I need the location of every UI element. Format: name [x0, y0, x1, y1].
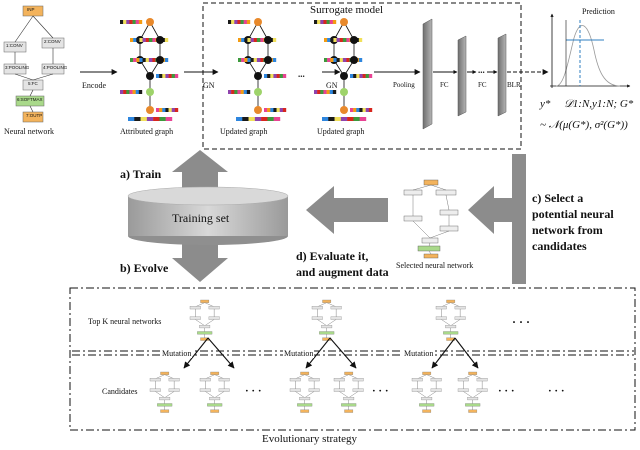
selected-network-caption: Selected neural network [396, 261, 474, 270]
updated-graph-caption: Updated graph [317, 127, 365, 136]
prediction-plot [550, 13, 631, 88]
blr-label: BLR [507, 81, 521, 89]
pooling-label: Pooling [393, 81, 415, 89]
attributed-graph [120, 18, 179, 121]
step-evaluate: d) Evaluate it, [296, 249, 369, 263]
prediction-title: Prediction [582, 7, 615, 16]
dataset-expression: 𝒟1:N,y1:N; G* [564, 98, 634, 110]
distribution-expression: ~ 𝒩(μ(G*), σ²(G*)) [540, 119, 628, 131]
evolutionary-strategy-title: Evolutionary strategy [262, 433, 358, 445]
selected-network-thumb [403, 179, 459, 259]
ellipsis-top: · · · [512, 315, 531, 329]
layer-label: INP [27, 7, 35, 12]
top-k-label: Top K neural networks [88, 317, 162, 326]
layer-label: 5:FC [28, 81, 38, 86]
gn-label: GN [326, 81, 338, 90]
fc-label: FC [478, 81, 487, 89]
layer-label: 2:CONV [44, 39, 61, 44]
mutation-label: Mutation [283, 349, 315, 358]
layer-label: 3:POOLING [5, 65, 30, 70]
neural-network-caption: Neural network [4, 127, 54, 136]
mutation-label: Mutation [403, 349, 435, 358]
layer-label: 7:OUTP [26, 113, 43, 118]
ellipsis-candidates: · · · [372, 385, 389, 397]
gn-label: GN [203, 81, 215, 90]
ellipsis-candidates: · · · [498, 385, 515, 397]
surrogate-model-title: Surrogate model [310, 4, 384, 16]
layer-label: 6:SOFTMAX [17, 97, 43, 102]
step-train: a) Train [120, 167, 162, 181]
updated-graph-1 [228, 18, 287, 121]
evolution-thumbnails [149, 299, 488, 413]
neural-network-figure [3, 5, 65, 123]
step-evolve: b) Evolve [120, 261, 169, 275]
step-evaluate: and augment data [296, 265, 389, 279]
step-select: candidates [532, 239, 587, 253]
training-set-label: Training set [172, 211, 230, 225]
step-select: c) Select a [532, 191, 584, 205]
big-arrows [172, 150, 526, 284]
updated-graph-2 [314, 18, 373, 121]
mutation-label: Mutation [161, 349, 193, 358]
updated-graph-caption: Updated graph [220, 127, 268, 136]
mutation-arrows [183, 337, 479, 369]
training-set-cylinder [127, 186, 289, 245]
attributed-graph-caption: Attributed graph [120, 127, 174, 136]
encode-label: Encode [82, 81, 106, 90]
ellipsis-candidates: · · · [548, 385, 565, 397]
step-select: network from [532, 223, 603, 237]
fc-label: FC [440, 81, 449, 89]
fc-layers [422, 18, 549, 130]
layer-label: 4:POOLING [43, 65, 68, 70]
fc-ellipsis: ... [478, 65, 485, 75]
layer-label: 1:CONV [6, 43, 23, 48]
candidates-label: Candidates [102, 387, 138, 396]
ellipsis-candidates: · · · [245, 385, 262, 397]
step-select: potential neural [532, 207, 614, 221]
y-star: y* [540, 98, 551, 110]
evolution-frame [69, 287, 636, 431]
ellipsis-label: ... [298, 69, 305, 79]
